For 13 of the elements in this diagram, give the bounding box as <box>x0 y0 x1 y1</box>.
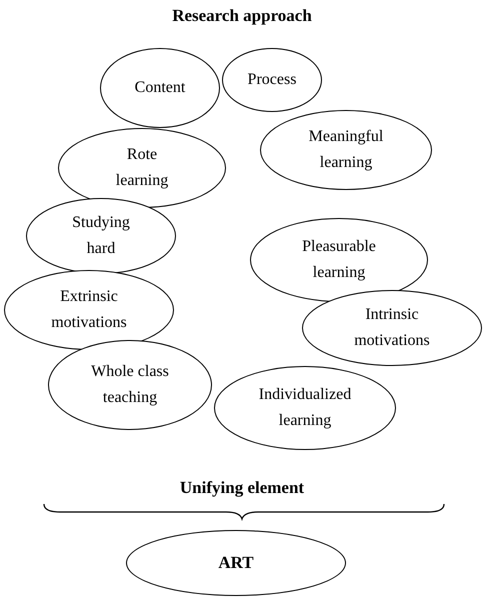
concept-label: Pleasurable learning <box>301 237 377 283</box>
concept-label: Studying hard <box>71 213 131 259</box>
concept-label: Meaningful learning <box>308 127 384 173</box>
concept-label: Whole class teaching <box>90 362 170 408</box>
concept-label: Content <box>134 78 186 98</box>
concept-label: Individualized learning <box>258 385 352 431</box>
diagram-title: Research approach <box>172 6 312 25</box>
section-label: Unifying element <box>180 478 304 497</box>
concept-label: ART <box>218 552 254 574</box>
concept-label: Process <box>248 70 296 90</box>
concept-label: Extrinsic motivations <box>50 287 128 333</box>
concept-label: Intrinsic motivations <box>353 305 431 351</box>
concept-label: Rote learning <box>114 145 170 191</box>
